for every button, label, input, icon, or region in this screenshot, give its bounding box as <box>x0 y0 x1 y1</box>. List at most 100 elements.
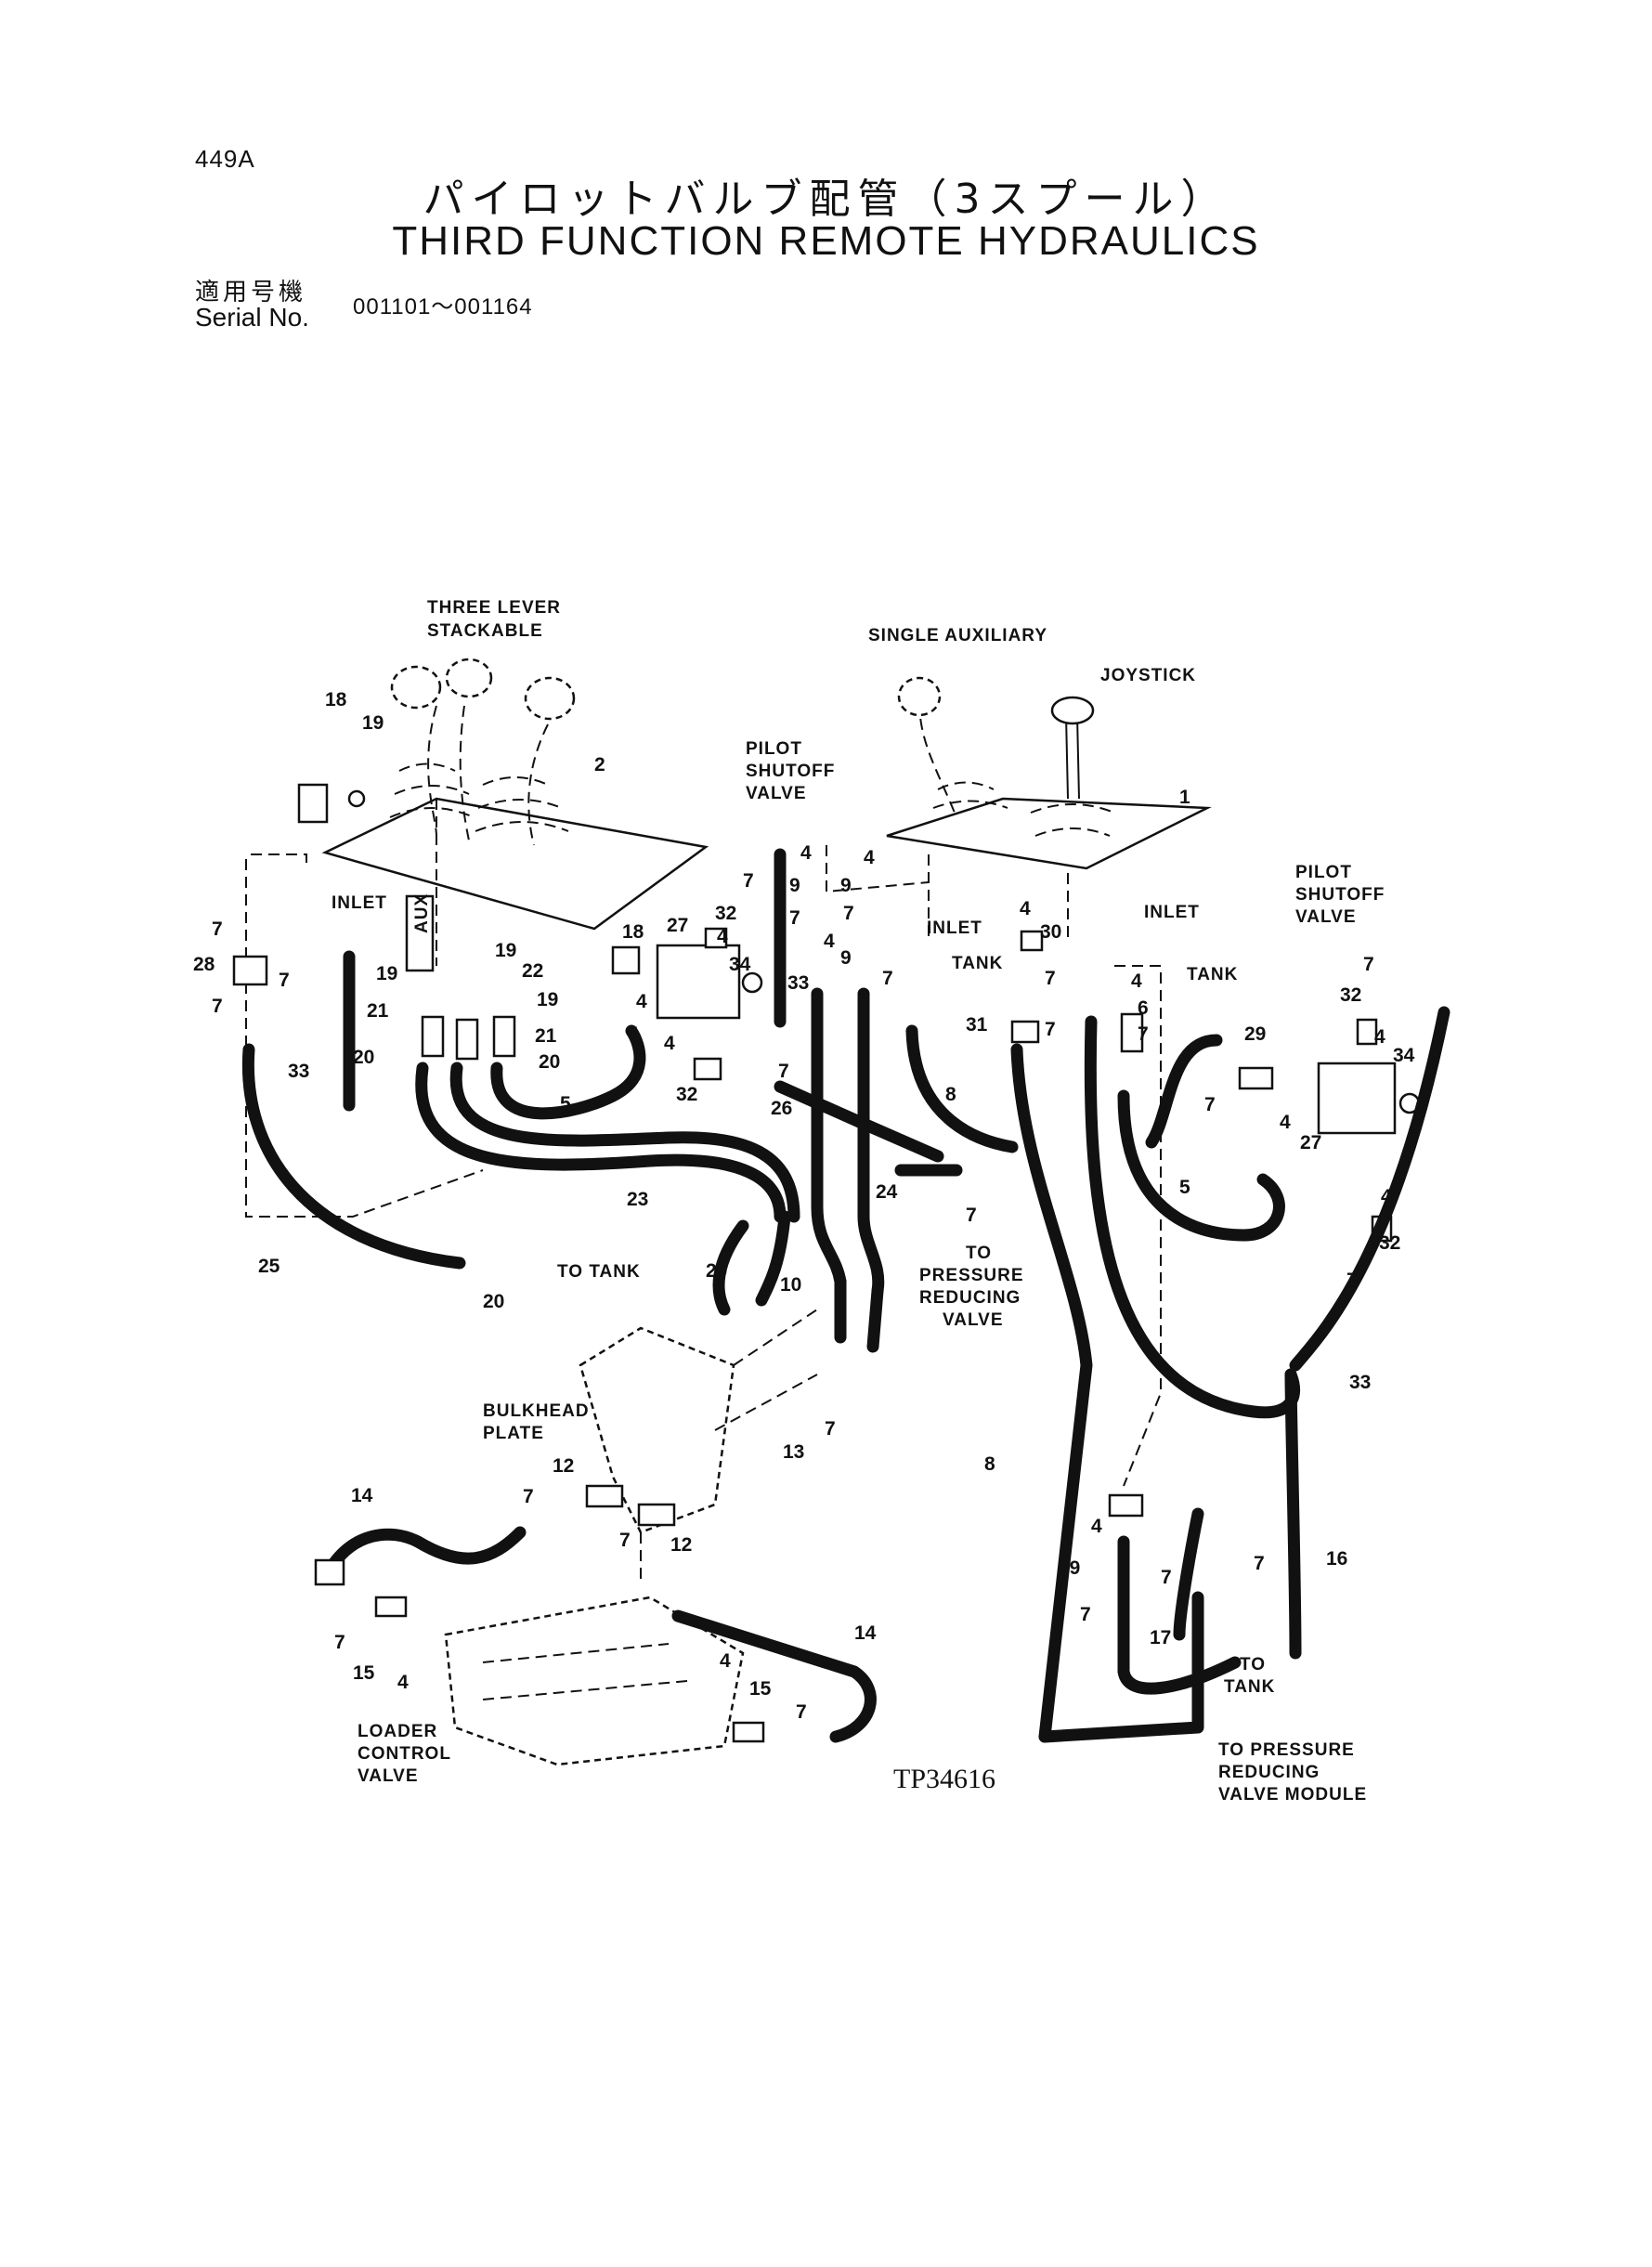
joystick-lever <box>1065 714 1080 800</box>
callout-c8a: 8 <box>945 1084 956 1105</box>
label-aux: AUX <box>412 893 432 933</box>
label-bulkhead-1: BULKHEAD <box>483 1401 590 1421</box>
callout-c19b: 19 <box>376 963 397 984</box>
callout-c7k: 7 <box>1045 968 1056 989</box>
callout-c7c: 7 <box>212 996 223 1017</box>
callout-c21b: 21 <box>535 1025 557 1047</box>
callout-c32b: 32 <box>676 1084 697 1105</box>
callout-c9b: 9 <box>840 875 852 896</box>
label-pilot-l-1: PILOT <box>746 739 802 759</box>
label-to-prv-3: REDUCING <box>919 1288 1021 1308</box>
left-hoses <box>241 950 800 1316</box>
left-dashed-guides <box>245 799 484 1218</box>
left-knob-2 <box>445 658 493 698</box>
left-lever-1 <box>427 705 437 837</box>
callout-c20b: 20 <box>539 1051 560 1073</box>
label-loader-3: VALVE <box>358 1766 419 1786</box>
hose-to-29 <box>1145 1034 1223 1149</box>
callout-c23: 23 <box>627 1189 648 1210</box>
label-to-prvm-3: VALVE MODULE <box>1218 1785 1367 1804</box>
callout-c32d: 32 <box>1379 1232 1400 1254</box>
label-three-lever-1: THREE LEVER <box>427 598 561 618</box>
hose-stub-a <box>712 1219 749 1316</box>
callout-c7a: 7 <box>212 919 223 940</box>
callout-c7j: 7 <box>882 968 893 989</box>
callout-c4k: 4 <box>1381 1186 1392 1207</box>
callout-c18a: 18 <box>325 689 347 710</box>
elbow-32-right-top <box>1356 1018 1378 1046</box>
callout-c20d: 20 <box>706 1260 727 1282</box>
label-pilot-r-1: PILOT <box>1295 863 1352 882</box>
callout-c9c: 9 <box>840 947 852 969</box>
valve-29-lower <box>1108 1493 1144 1518</box>
callout-c10: 10 <box>780 1274 801 1296</box>
aux-valve-block <box>405 894 435 972</box>
callout-c9a: 9 <box>789 875 800 896</box>
label-to-prvm-2: REDUCING <box>1218 1763 1320 1782</box>
callout-c21a: 21 <box>367 1000 389 1022</box>
left-lever-3 <box>527 723 549 846</box>
callout-c4a: 4 <box>636 991 647 1012</box>
hose-10-a <box>811 987 847 1288</box>
hose-8-c <box>1038 1591 1204 1743</box>
callout-c7l: 7 <box>1045 1019 1056 1040</box>
label-joystick: JOYSTICK <box>1100 666 1196 685</box>
label-pilot-l-3: VALVE <box>746 784 807 803</box>
hose-33-right-up <box>1289 1006 1450 1372</box>
callout-c7q: 7 <box>825 1418 836 1440</box>
bulkhead-assembly <box>444 1309 818 1766</box>
callout-c8b: 8 <box>984 1453 995 1475</box>
callout-c7b: 7 <box>279 970 290 991</box>
callout-c4j: 4 <box>1374 1026 1385 1048</box>
hose-23-b <box>449 1062 800 1223</box>
label-to-prvm-1: TO PRESSURE <box>1218 1740 1355 1760</box>
diagram-labels: THREE LEVER STACKABLE SINGLE AUXILIARY J… <box>332 598 1384 1804</box>
callout-c4c: 4 <box>664 1033 675 1054</box>
adapter-15-left <box>374 1596 408 1618</box>
callout-c14b: 14 <box>854 1622 877 1644</box>
callout-c12a: 12 <box>553 1455 574 1477</box>
hose-16 <box>1284 1368 1302 1660</box>
callout-c29b: 29 <box>1059 1557 1080 1579</box>
joystick-knob <box>1050 696 1095 725</box>
callout-c5a: 5 <box>560 1093 571 1114</box>
callout-c7g: 7 <box>743 870 754 892</box>
callout-c7v: 7 <box>1161 1567 1172 1588</box>
hose-14-left <box>323 1526 527 1576</box>
label-to-prv-4: VALVE <box>943 1310 1004 1330</box>
callout-c32a: 32 <box>715 903 736 924</box>
bulkhead-fitting-12b <box>637 1503 676 1527</box>
title-english: THIRD FUNCTION REMOTE HYDRAULICS <box>392 218 1260 264</box>
label-pilot-l-2: SHUTOFF <box>746 762 835 781</box>
hose-14-right <box>671 1609 877 1743</box>
callout-c27b: 27 <box>1300 1132 1321 1153</box>
callout-c7e: 7 <box>778 1061 789 1082</box>
hose-17 <box>1117 1535 1242 1695</box>
label-tank-right: TANK <box>1187 965 1238 984</box>
label-inlet-mid: INLET <box>927 919 982 938</box>
callout-c15a: 15 <box>353 1662 375 1684</box>
callout-c33b: 33 <box>787 972 809 994</box>
left-knob-3 <box>524 676 576 721</box>
label-loader-1: LOADER <box>358 1722 437 1741</box>
aux-boot <box>932 781 1008 809</box>
label-tank-mid: TANK <box>952 954 1003 973</box>
fitting-18-left <box>297 783 329 824</box>
hose-8-b <box>1010 1043 1093 1743</box>
elbow-14-end <box>314 1558 345 1586</box>
joystick-control <box>826 676 1212 1487</box>
callout-c34a: 34 <box>729 954 751 975</box>
label-to-prv-2: PRESSURE <box>919 1266 1024 1285</box>
callout-c4i: 4 <box>1280 1112 1291 1133</box>
adapter-21-b <box>455 1018 479 1061</box>
callout-c29a: 29 <box>1244 1023 1266 1045</box>
center-hoses <box>774 848 963 1353</box>
callout-c28: 28 <box>193 954 215 975</box>
right-pilot-shutoff-valve <box>1238 1018 1421 1243</box>
hose-8-a <box>905 1024 1019 1153</box>
callout-c15b: 15 <box>749 1678 772 1700</box>
callout-c7w: 7 <box>1080 1604 1091 1625</box>
callout-c7o: 7 <box>1363 954 1374 975</box>
callout-c6: 6 <box>1138 997 1149 1019</box>
